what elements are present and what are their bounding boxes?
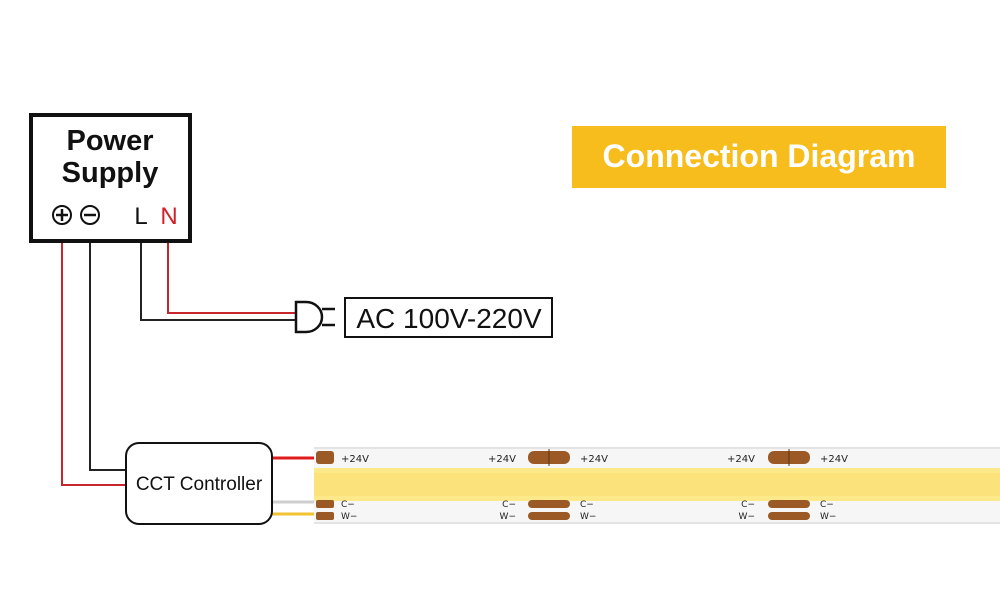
start-pad-positive: [316, 451, 334, 464]
banner-background: [572, 126, 946, 188]
led-strip-top-edge: [314, 447, 1000, 449]
power-supply-box: [29, 113, 192, 243]
banner-title: Connection Diagram: [603, 138, 916, 174]
cut1-w-left-label: W−: [500, 512, 516, 522]
start-pad-c-label: C−: [341, 500, 355, 510]
cut2-w-left-label: W−: [739, 512, 755, 522]
cct-controller: CCT Controller: [125, 442, 273, 525]
terminal-n-label: N: [160, 203, 177, 230]
cut2-c-right-label: C−: [820, 500, 834, 510]
led-strip: +24V C− W− +24V +24V C− C− W− W− +24V +2…: [314, 447, 1000, 524]
ac-input-box: [344, 297, 553, 338]
positive-wire-red: [61, 227, 126, 486]
cut2-positive-left-label: +24V: [727, 454, 755, 465]
live-wire-black: [140, 227, 296, 321]
power-supply: Power Supply L N: [29, 113, 192, 243]
neutral-wire-red: [167, 227, 296, 314]
ac-input-label: AC 100V-220V: [356, 303, 542, 334]
plug-icon: [294, 300, 335, 334]
led-strip-light-band-core: [314, 473, 1000, 496]
cut1-w-right-label: W−: [580, 512, 596, 522]
banner: Connection Diagram: [572, 126, 946, 188]
cut2-c-left-label: C−: [741, 500, 755, 510]
terminal-l-label: L: [134, 203, 147, 230]
cct-controller-label: CCT Controller: [136, 474, 263, 495]
start-pad-w: [316, 512, 334, 520]
power-supply-title-line2: Supply: [62, 157, 159, 189]
ac-input: AC 100V-220V: [344, 297, 553, 338]
cut1-pad-w: [528, 512, 570, 520]
negative-wire-black: [89, 227, 126, 471]
negative-terminal-icon: [80, 205, 100, 225]
cut1-positive-right-label: +24V: [580, 454, 608, 465]
cut1-c-left-label: C−: [502, 500, 516, 510]
cut1-c-right-label: C−: [580, 500, 594, 510]
start-pad-positive-label: +24V: [341, 454, 369, 465]
cut2-pad-w: [768, 512, 810, 520]
cut1-pad-c: [528, 500, 570, 508]
cut2-positive-right-label: +24V: [820, 454, 848, 465]
positive-terminal-icon: [52, 205, 72, 225]
led-strip-bottom-edge: [314, 522, 1000, 524]
cut2-pad-c: [768, 500, 810, 508]
power-supply-title-line1: Power: [66, 125, 153, 157]
start-pad-c: [316, 500, 334, 508]
cut2-w-right-label: W−: [820, 512, 836, 522]
cut1-positive-left-label: +24V: [488, 454, 516, 465]
cct-controller-box: [125, 442, 273, 525]
start-pad-w-label: W−: [341, 512, 357, 522]
